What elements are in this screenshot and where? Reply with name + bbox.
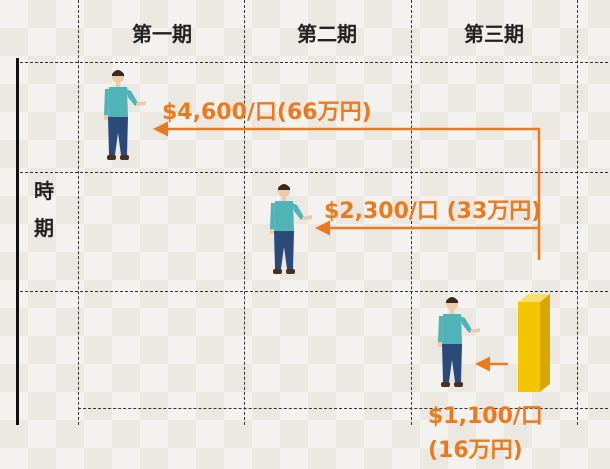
person-figure-period-2 bbox=[270, 184, 312, 274]
price-label-period-3-line2: (16万円) bbox=[428, 438, 523, 463]
arrow-to-period-1 bbox=[153, 121, 541, 260]
grid-hline-1 bbox=[20, 62, 608, 63]
grid-vline-4 bbox=[577, 0, 578, 425]
price-label-period-1: $4,600/口(66万円) bbox=[162, 100, 372, 125]
price-label-period-3-line1: $1,100/口 bbox=[428, 404, 543, 429]
grid-hline-4 bbox=[78, 408, 608, 409]
grid-hline-3 bbox=[20, 291, 608, 292]
grid-vline-3 bbox=[411, 0, 412, 425]
grid-hline-2 bbox=[20, 172, 608, 173]
row-axis-label-2: 期 bbox=[34, 216, 54, 240]
column-header-period-3: 第三期 bbox=[464, 22, 524, 46]
price-label-period-2: $2,300/口 (33万円) bbox=[324, 199, 542, 224]
column-header-period-1: 第一期 bbox=[132, 22, 192, 46]
time-axis-line bbox=[16, 58, 19, 425]
grid-vline-2 bbox=[244, 0, 245, 425]
person-figure-period-3 bbox=[438, 297, 480, 387]
column-header-period-2: 第二期 bbox=[297, 22, 357, 46]
row-axis-label-1: 時 bbox=[34, 179, 54, 203]
grid-vline-1 bbox=[78, 0, 79, 425]
person-figure-period-1 bbox=[104, 70, 146, 160]
gold-bar bbox=[518, 294, 550, 392]
